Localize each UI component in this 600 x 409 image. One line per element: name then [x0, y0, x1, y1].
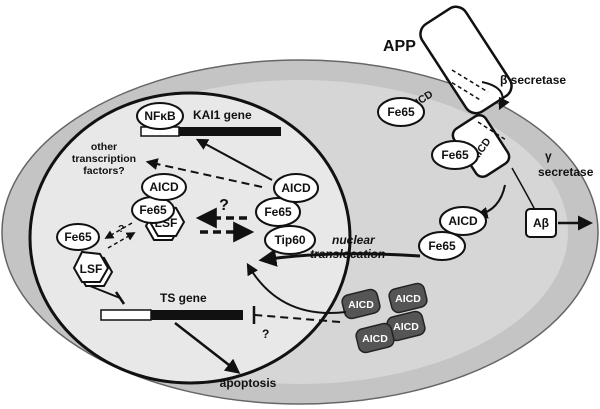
- complex-aicd: [273, 173, 319, 203]
- beta-secretase-arrow: [481, 81, 510, 111]
- app-protein: AICD: [407, 5, 513, 115]
- complex-to-other-tf-arrow: [145, 158, 263, 188]
- app-label: APP: [383, 38, 416, 55]
- complex-aicd-label: AICD: [281, 181, 311, 195]
- aggregate-label-4: AICD: [362, 333, 388, 345]
- nfkb-bubble: [136, 102, 184, 130]
- aggregate-label-1: AICD: [348, 299, 374, 311]
- beta-secretase-label: β secretase: [500, 73, 566, 87]
- abeta-box: [525, 208, 557, 238]
- fe65-at-fragment-label: Fe65: [441, 148, 469, 162]
- left-lsf-hexagon: LSF: [72, 250, 114, 287]
- nuclear-translocation-arrow: [258, 249, 421, 267]
- ts-gene-promoter: [100, 309, 152, 321]
- aicd-aggregates: AICD AICD AICD AICD: [341, 282, 428, 354]
- lsf-exchange-arrow-2: [107, 232, 136, 249]
- aggregate-label-3: AICD: [393, 321, 419, 333]
- cyto-aicd-label: AICD: [448, 214, 478, 228]
- tip60-bubble: [264, 225, 316, 255]
- fe65-at-app-label: Fe65: [387, 105, 415, 119]
- kai1-gene-body: [179, 127, 281, 136]
- lsf-complex-aicd-label: AICD: [149, 180, 179, 194]
- lsf-exchange-arrow-1: [104, 222, 133, 239]
- gamma-symbol: γ: [545, 149, 552, 163]
- complex-fe65: [255, 197, 301, 227]
- abeta-label: Aβ: [533, 216, 549, 230]
- aggregate-inhibition-dashed: [254, 314, 341, 323]
- fe65-at-app: [377, 97, 425, 127]
- gamma-secretase-label: secretase: [538, 165, 594, 179]
- left-fe65: [56, 223, 100, 251]
- exchange-question: ?: [219, 197, 229, 214]
- apoptosis-label: apoptosis: [220, 376, 277, 390]
- fe65-at-fragment: [431, 140, 479, 170]
- ts-gene-label: TS gene: [160, 291, 207, 305]
- nuclear-label: nuclear: [332, 233, 376, 247]
- aggregate-entry-arrow: [246, 262, 347, 314]
- cyto-fe65: [418, 231, 466, 261]
- ts-gene-body: [151, 310, 243, 320]
- translocation-label: translocation: [310, 247, 385, 261]
- other-tf-line1: other: [91, 141, 117, 153]
- cyto-aicd: [439, 206, 487, 236]
- kai1-gene-label: KAI1 gene: [193, 108, 252, 122]
- nfkb-label: NFκB: [144, 109, 176, 123]
- ts-to-apoptosis-arrow: [174, 322, 241, 374]
- aggregate-question: ?: [262, 327, 269, 341]
- complex-to-kai1-arrow: [195, 138, 273, 181]
- aggregate-label-2: AICD: [395, 293, 421, 305]
- cyto-fe65-label: Fe65: [428, 239, 456, 253]
- lsf-inhibition-line: [89, 285, 121, 299]
- complex-fe65-label: Fe65: [264, 205, 292, 219]
- lsf-complex-fe65-label: Fe65: [139, 203, 167, 217]
- other-tf-line2: transcription: [72, 153, 136, 165]
- left-lsf-label: LSF: [80, 262, 103, 276]
- tip60-label: Tip60: [274, 233, 305, 247]
- left-fe65-label: Fe65: [64, 230, 92, 244]
- other-tf-line3: factors?: [83, 165, 124, 177]
- lsf-complex-aicd: [141, 173, 187, 201]
- lsf-inhibition-bar: [114, 291, 126, 305]
- lsf-exchange-question: ?: [118, 223, 124, 235]
